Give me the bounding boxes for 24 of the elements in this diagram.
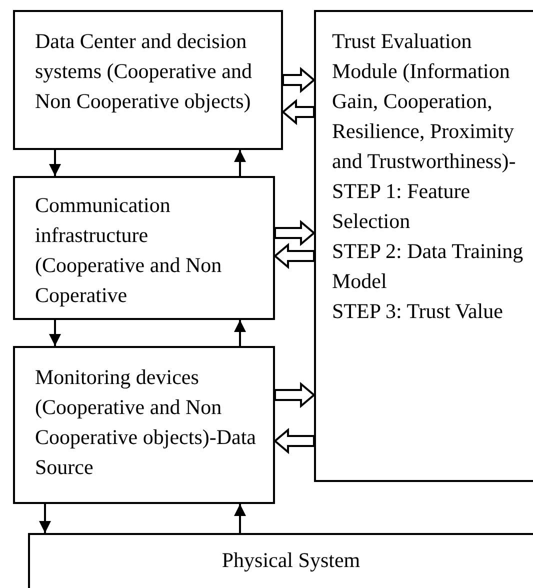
box-text: STEP 1: Feature Selection xyxy=(332,178,472,235)
arrow xyxy=(39,504,51,533)
box-text: Communication infrastructure (Cooperative and Non Coperative xyxy=(35,192,223,309)
block-arrow xyxy=(281,98,315,126)
process-box xyxy=(13,10,283,150)
arrow xyxy=(234,504,246,533)
block-arrow xyxy=(273,428,315,454)
block-arrow xyxy=(274,220,316,246)
process-box xyxy=(13,176,275,320)
arrow xyxy=(234,320,246,346)
block-arrow xyxy=(282,66,316,94)
box-text: Physical System xyxy=(220,547,362,574)
arrow xyxy=(49,320,61,346)
box-text: STEP 2: Data Training Model xyxy=(332,238,524,295)
arrow xyxy=(234,150,246,176)
box-text: Trust Evaluation Module (Information Gain, Cooperation, Resilience, Proximity and Trustworthiness)- xyxy=(332,28,517,175)
box-text: Monitoring devices (Cooperative and Non Cooperative objects)-Data Source xyxy=(35,364,257,481)
box-text: Data Center and decision systems (Cooperative and Non Cooperative objects) xyxy=(35,28,253,115)
box-text: STEP 3: Trust Value xyxy=(332,298,504,325)
block-arrow xyxy=(273,242,315,270)
arrow xyxy=(49,150,61,176)
process-box xyxy=(13,346,275,504)
block-arrow xyxy=(274,382,316,408)
module-box xyxy=(314,10,533,482)
